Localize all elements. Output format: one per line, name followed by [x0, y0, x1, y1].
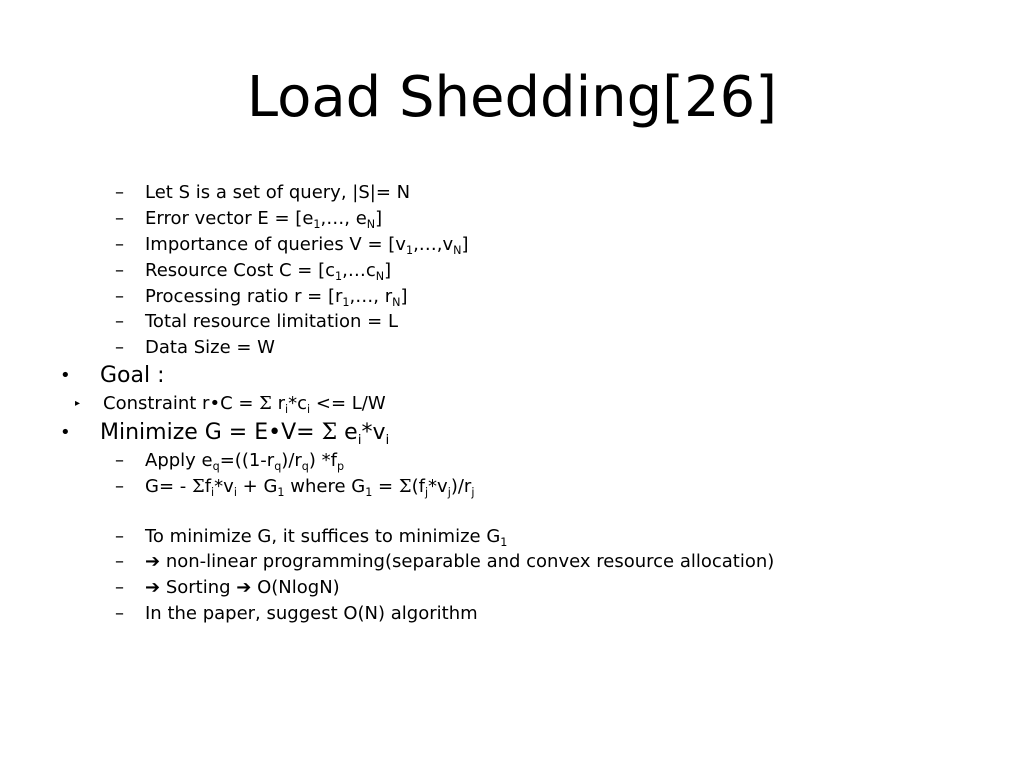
- item-text: In the paper, suggest O(N) algorithm: [145, 603, 478, 624]
- dash-marker: –: [115, 476, 124, 497]
- dash-marker: –: [115, 551, 124, 572]
- dash-marker: –: [115, 311, 124, 332]
- triangle-arrow-icon: ▸: [75, 398, 81, 409]
- item-text: Minimize G = E•V= Σ ei*vi: [100, 420, 390, 448]
- bullet-marker: •: [60, 365, 71, 386]
- dash-marker: –: [115, 286, 124, 307]
- sigma-symbol: Σ: [398, 476, 412, 497]
- sigma-symbol: Σ: [321, 420, 338, 445]
- dash-marker: –: [115, 450, 124, 471]
- item-text: Let S is a set of query, |S|= N: [145, 182, 411, 203]
- dash-marker: –: [115, 577, 124, 598]
- item-text: Total resource limitation = L: [145, 311, 398, 332]
- item-text: Error vector E = [e1,…, eN]: [145, 208, 383, 231]
- dash-marker: –: [115, 603, 124, 624]
- item-text: G= - Σfi*vi + G1 where G1 = Σ(fj*vj)/rj: [145, 476, 475, 499]
- item-text: To minimize G, it suffices to minimize G…: [145, 526, 508, 549]
- item-text: Constraint r•C = Σ ri*ci <= L/W: [103, 393, 386, 416]
- item-text: Goal :: [100, 363, 165, 388]
- item-text: Importance of queries V = [v1,…,vN]: [145, 234, 469, 257]
- arrow-right-icon: ➔: [145, 577, 161, 598]
- slide-title: Load Shedding[26]: [246, 65, 778, 130]
- arrow-right-icon: ➔: [236, 577, 252, 598]
- item-text: ➔ non-linear programming(separable and c…: [145, 551, 775, 572]
- item-text: Data Size = W: [145, 337, 275, 358]
- dot-symbol: •: [209, 393, 221, 414]
- dash-marker: –: [115, 526, 124, 547]
- item-text: Resource Cost C = [c1,…cN]: [145, 260, 392, 283]
- arrow-right-icon: ➔: [145, 551, 161, 572]
- sigma-symbol: Σ: [259, 393, 272, 414]
- dash-marker: –: [115, 260, 124, 281]
- dash-marker: –: [115, 234, 124, 255]
- item-text: Processing ratio r = [r1,…, rN]: [145, 286, 408, 309]
- dash-marker: –: [115, 208, 124, 229]
- item-text: Apply eq=((1-rq)/rq) *fp: [145, 450, 345, 473]
- dot-symbol: •: [268, 420, 282, 445]
- dash-marker: –: [115, 337, 124, 358]
- sigma-symbol: Σ: [191, 476, 205, 497]
- item-text: ➔ Sorting ➔ O(NlogN): [145, 577, 340, 598]
- dash-marker: –: [115, 182, 124, 203]
- bullet-marker: •: [60, 422, 71, 443]
